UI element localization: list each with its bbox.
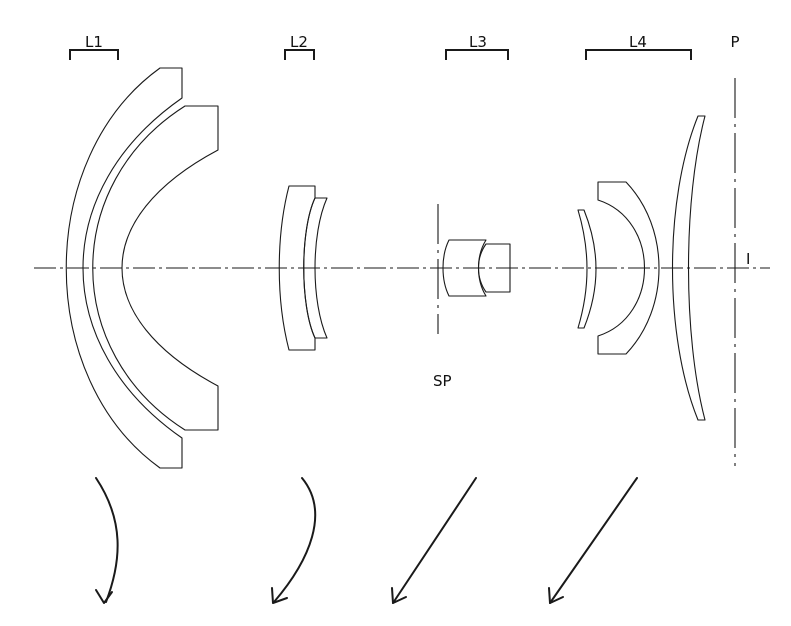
lens-element-l4-1 (577, 209, 597, 329)
lens-element-l4-2 (597, 181, 660, 355)
group-bracket-l4 (585, 49, 692, 60)
movement-arrow-l2-path (273, 477, 317, 603)
group-bracket-l1 (69, 49, 119, 60)
movement-arrow-l4 (548, 477, 638, 604)
movement-arrow-l2-head (271, 587, 288, 604)
lens-group-l3 (442, 239, 511, 297)
lens-group-l1 (65, 67, 219, 469)
lens-element-l3-1 (442, 239, 487, 297)
group-label-l1: L1 (85, 33, 103, 51)
lens-element-l1-1 (65, 67, 183, 469)
image-plane-label: P (730, 33, 739, 51)
movement-arrow-l2 (271, 477, 317, 604)
lens-element-l2-2 (303, 197, 328, 339)
movement-arrow-l3 (391, 477, 477, 604)
movement-arrow-l3-head (391, 587, 407, 604)
lens-element-l4-3 (671, 115, 706, 421)
image-label: I (746, 250, 750, 268)
group-bracket-l3 (445, 49, 509, 60)
movement-arrow-l1 (95, 477, 119, 604)
movement-arrow-l4-path (549, 477, 638, 604)
lens-group-l4 (577, 115, 706, 421)
group-label-l3: L3 (469, 33, 487, 51)
movement-arrow-l3-path (392, 477, 477, 604)
lens-element-l1-2 (92, 105, 219, 431)
aperture-stop-label: SP (433, 372, 452, 390)
movement-arrow-l4-head (548, 587, 564, 604)
group-bracket-l2 (284, 49, 315, 60)
movement-arrow-l1-path (95, 477, 119, 603)
lens-group-l2 (278, 185, 328, 351)
movement-arrow-l1-head (95, 589, 113, 604)
group-label-l4: L4 (629, 33, 647, 51)
lens-element-l3-2 (477, 243, 511, 293)
group-label-l2: L2 (290, 33, 308, 51)
